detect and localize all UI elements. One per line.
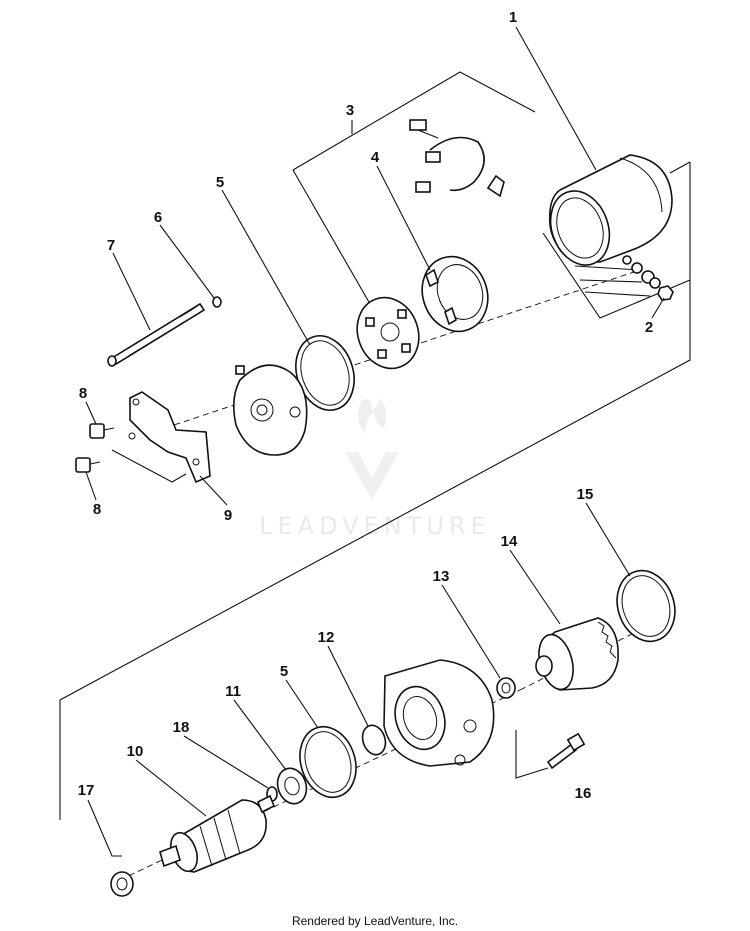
label-10: 10 <box>127 743 144 760</box>
part-7-through-bolt <box>107 302 206 367</box>
label-12: 12 <box>318 629 335 646</box>
part-3-brush-set <box>409 119 505 198</box>
label-7: 7 <box>107 237 115 254</box>
label-18: 18 <box>173 719 190 736</box>
label-5-lower: 5 <box>280 663 288 680</box>
part-13-washer <box>496 677 516 699</box>
part-15-o-ring <box>616 569 676 643</box>
label-9: 9 <box>224 507 232 524</box>
group-bracket-lines <box>59 71 691 820</box>
part-17-bushing <box>87 799 134 897</box>
leadventure-watermark: LEADVENTURE <box>259 398 491 540</box>
part-8-bolt-upper <box>89 423 115 439</box>
label-6: 6 <box>154 209 162 226</box>
label-17: 17 <box>78 782 95 799</box>
label-8-upper: 8 <box>79 385 87 402</box>
part-10-armature <box>159 794 276 873</box>
part-12-small-o-ring <box>361 724 387 756</box>
part-4-brush-holder <box>421 255 489 333</box>
part-6-washer <box>212 296 222 308</box>
label-5-upper: 5 <box>216 174 224 191</box>
part-5-o-ring-lower <box>299 725 357 799</box>
label-4: 4 <box>371 149 380 166</box>
label-14: 14 <box>501 533 518 550</box>
label-1: 1 <box>509 9 517 26</box>
leader-lines <box>85 26 665 817</box>
part-11-bearing <box>276 767 308 805</box>
label-11: 11 <box>225 683 241 700</box>
label-15: 15 <box>577 486 594 503</box>
label-3: 3 <box>346 102 354 119</box>
footer-credit: Rendered by LeadVenture, Inc. <box>292 914 458 928</box>
part-number-labels: 1 2 3 4 5 6 7 8 8 9 10 11 12 13 14 15 16… <box>78 9 654 802</box>
label-8-lower: 8 <box>93 501 101 518</box>
part-5-o-ring-upper <box>295 335 355 411</box>
part-1-yoke-housing <box>548 154 673 266</box>
watermark-text: LEADVENTURE <box>259 512 491 540</box>
front-housing <box>383 659 495 767</box>
rear-end-cover <box>232 364 308 456</box>
part-14-drive-gear <box>535 617 619 691</box>
part-8-bolt-lower <box>75 457 101 473</box>
part-2-nut-washers <box>622 255 674 301</box>
part-16-bolt <box>515 730 586 779</box>
part-9-bracket <box>111 391 211 484</box>
label-16: 16 <box>575 785 592 802</box>
part-3-brush-plate <box>356 296 420 370</box>
label-13: 13 <box>433 568 450 585</box>
label-2: 2 <box>645 319 653 336</box>
